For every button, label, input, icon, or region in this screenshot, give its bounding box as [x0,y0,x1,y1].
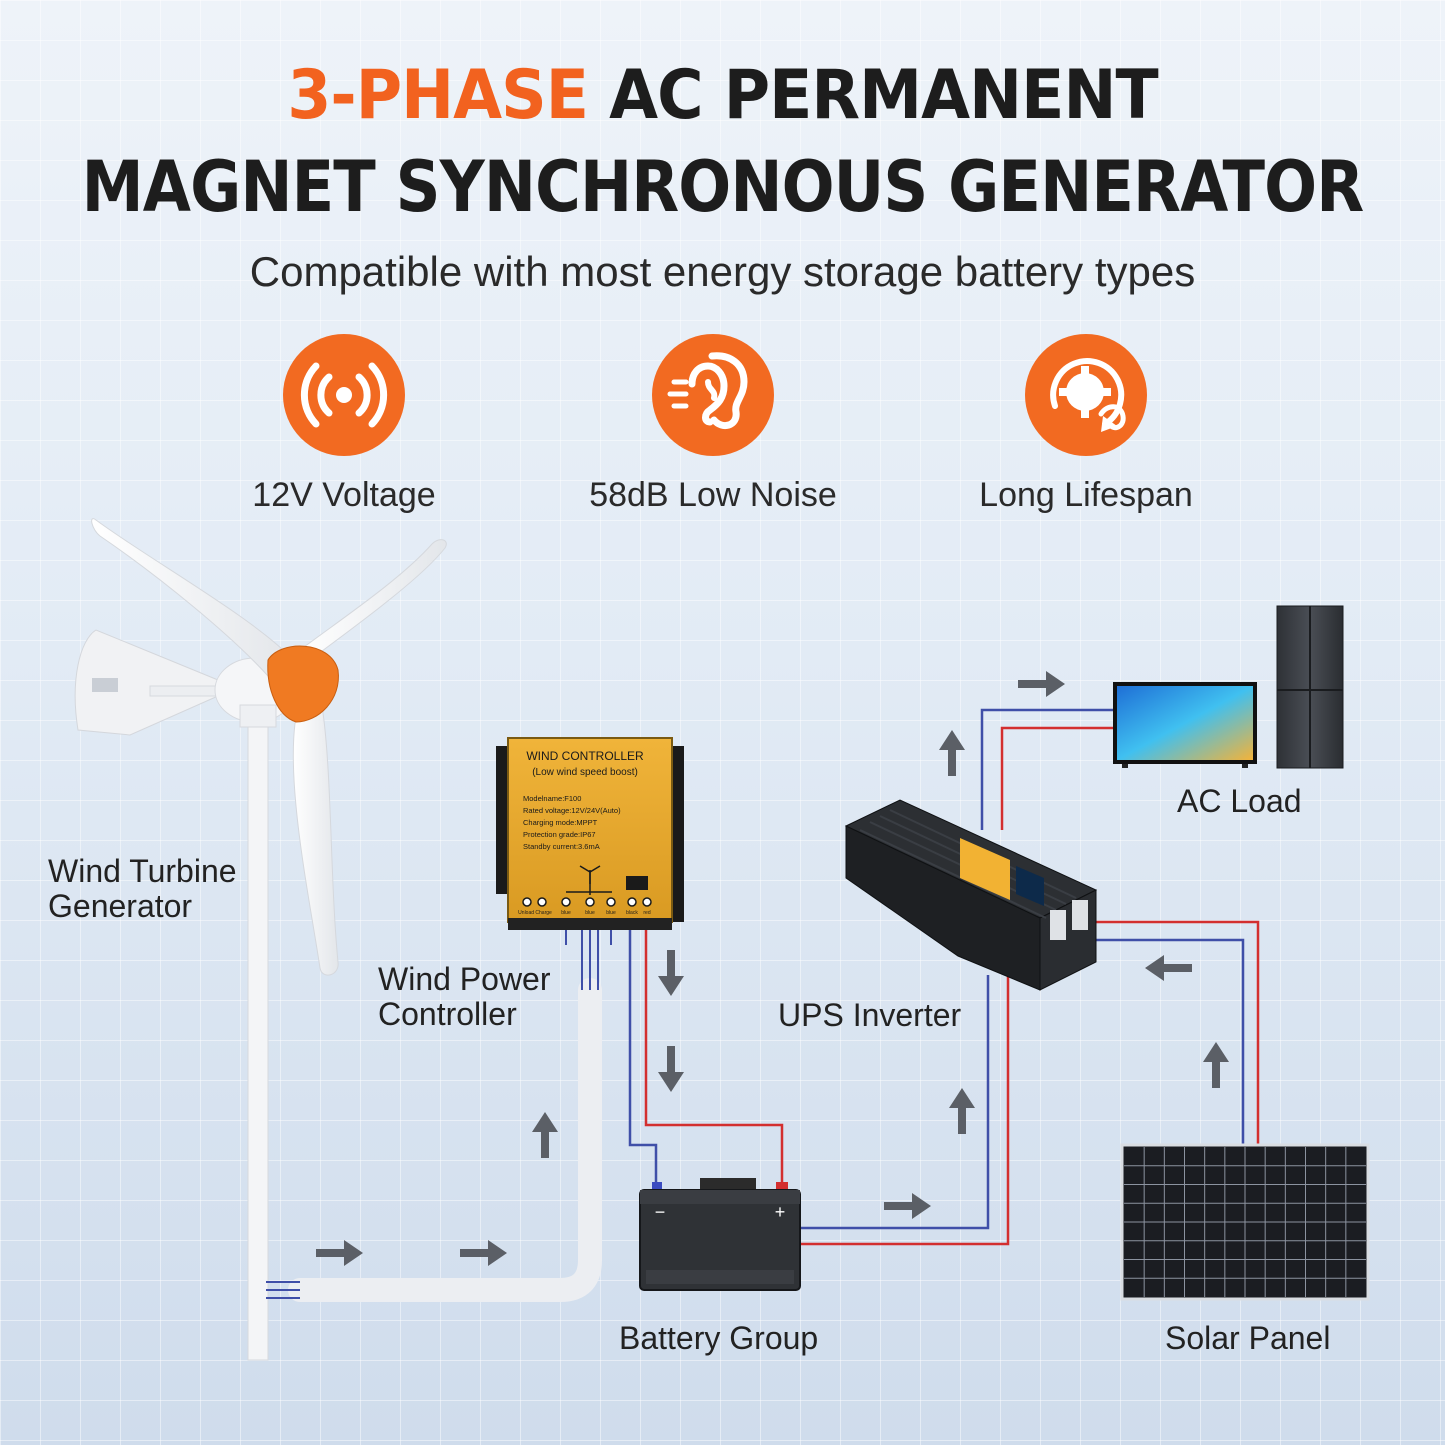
arrow-up-cable [532,1112,558,1158]
controller-terminal-label-1: Unload Charge [518,910,552,916]
tv-foot-right [1242,764,1248,768]
feature-lifespan: Long Lifespan [936,334,1236,515]
ups-inverter-device [844,799,1098,991]
controller-spec-3: Charging mode:MPPT [523,818,598,827]
headline-line-2: MAGNET SYNCHRONOUS GENERATOR [81,146,1365,228]
battery-lid [640,1190,800,1204]
feature-lifespan-label: Long Lifespan [979,476,1193,514]
battery-positive-sign: + [775,1202,786,1222]
arrow-up-load [939,730,965,776]
label-ups-inverter: UPS Inverter [778,997,962,1033]
battery-negative-post [652,1182,662,1194]
controller-terminal-label-3: blue [585,910,595,916]
feature-noise: 58dB Low Noise [563,334,863,515]
feature-voltage-badge [283,334,405,456]
battery-base [646,1270,794,1284]
vibration-signal-icon [300,362,388,428]
label-wind-turbine-line-1: Wind Turbine [48,853,237,889]
inverter-label-sticker [960,838,1010,900]
arrow-right-battery [884,1193,931,1219]
gear-lifespan-icon [1050,358,1126,432]
label-ac-load: AC Load [1177,783,1302,819]
controller-spec-2: Rated voltage:12V/24V(Auto) [523,806,621,815]
controller-terminal-label-5: black [626,910,638,916]
ac-load-devices [1113,605,1344,769]
battery-negative-sign: − [655,1202,666,1222]
turbine-yaw-joint [239,704,277,728]
arrow-down-2 [658,1046,684,1092]
wire-battery-inverter-pos [796,975,1010,1246]
battery-handle [700,1178,756,1192]
inverter-display [1016,866,1044,906]
turbine-blade-2 [299,539,447,661]
headline-rest: AC PERMANENT [588,56,1158,135]
tv-screen [1117,686,1253,760]
label-wind-controller-line-1: Wind Power [378,961,551,997]
arrow-up-inverter [949,1088,975,1134]
feature-lifespan-badge [1025,334,1147,456]
wire-controller-battery-pos [644,920,784,1185]
arrow-right-2 [460,1240,507,1266]
turbine-nameplate [92,678,118,692]
turbine-tower [247,719,269,1361]
controller-spec-4: Protection grade:IP67 [523,830,596,839]
headline-line-1: 3-PHASE AC PERMANENT [51,56,1395,135]
feature-noise-label: 58dB Low Noise [589,476,837,514]
controller-terminal-label-6: red [643,910,650,916]
label-solar-panel: Solar Panel [1165,1320,1331,1356]
inverter-side [845,825,1041,991]
turbine-blade-3 [292,699,339,976]
label-wind-turbine-line-2: Generator [48,887,193,924]
solar-cells [1124,1147,1366,1297]
controller-subtitle: (Low wind speed boost) [532,767,638,778]
wire-inverter-load-pos [1000,726,1115,830]
controller-title: WIND CONTROLLER [526,749,644,763]
controller-spec-5: Standby current:3.6mA [523,842,600,851]
tv-foot-left [1122,764,1128,768]
battery-group-device: − + [639,1178,801,1291]
controller-turbine-symbol [566,865,612,895]
inverter-outlet-1 [1050,910,1066,940]
controller-terminal-label-4: blue [606,910,616,916]
arrow-right-load [1018,671,1065,697]
wind-turbine [74,518,447,1361]
controller-bottom-wires [565,930,612,945]
flow-arrows [316,671,1229,1266]
subtitle: Compatible with most energy storage batt… [249,248,1196,295]
turbine-cable [288,978,602,1302]
label-wind-controller-line-2: Controller [378,995,517,1032]
wire-controller-battery-neg [628,920,658,1185]
solar-panel-device [1120,1143,1370,1301]
feature-voltage-label: 12V Voltage [252,476,436,514]
wind-controller: WIND CONTROLLER (Low wind speed boost) M… [496,737,684,945]
turbine-blade-1 [91,518,296,691]
arrow-down-1 [658,950,684,996]
wire-solar-inverter-neg [1090,938,1245,1148]
arrow-up-solar [1203,1042,1229,1088]
controller-terminal-label-2: blue [561,910,571,916]
controller-spec-1: Modelname:F100 [523,794,581,803]
turbine-hub [267,645,339,723]
feature-voltage: 12V Voltage [194,334,494,515]
label-wind-turbine: Wind Turbine Generator [48,854,237,923]
inverter-outlet-2 [1072,900,1088,930]
controller-terminal-screws [522,897,652,907]
wire-battery-inverter-neg [796,975,990,1230]
controller-terminal-strip [508,918,672,930]
turbine-tail-vane [74,629,219,736]
controller-battery-symbol [626,876,648,890]
arrow-left-solar [1145,955,1192,981]
arrow-right-1 [316,1240,363,1266]
wire-inverter-load-neg [980,708,1115,830]
wire-solar-inverter-pos [1090,920,1260,1148]
label-wind-controller: Wind Power Controller [378,962,551,1031]
feature-noise-badge [652,334,774,456]
headline-accent: 3-PHASE [287,56,589,135]
ear-low-noise-icon [667,352,748,430]
label-battery-group: Battery Group [619,1320,819,1356]
